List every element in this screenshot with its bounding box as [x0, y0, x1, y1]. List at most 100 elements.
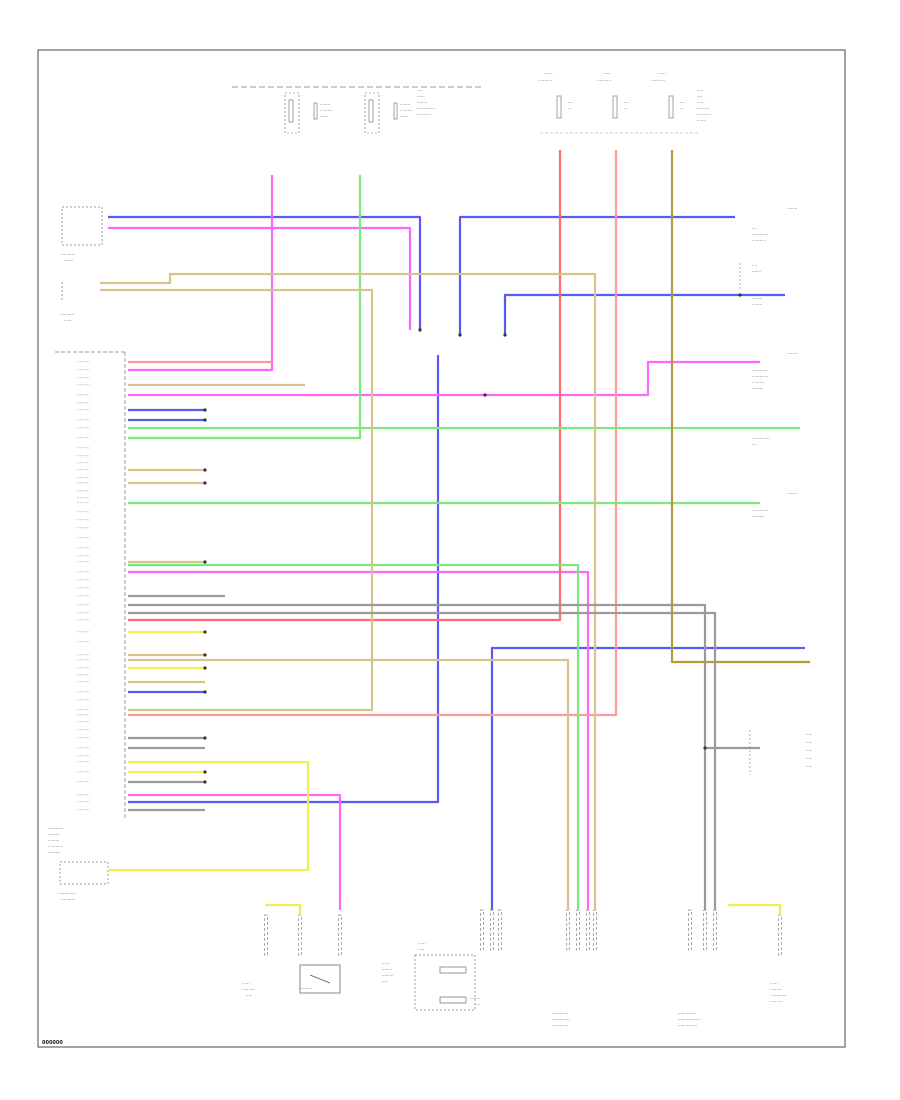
- wire-harness: [100, 150, 810, 915]
- svg-text:···········: ···········: [298, 986, 312, 991]
- wire-6: [128, 355, 440, 804]
- diagram-footer-code: 000000: [42, 1040, 63, 1046]
- svg-text:··············: ··············: [552, 1017, 570, 1022]
- svg-text:····: ····: [752, 226, 757, 231]
- ecm-pin-label: ··········: [77, 666, 90, 671]
- wire-10: [128, 175, 274, 372]
- wire-17: [128, 175, 362, 440]
- svg-text:············: ············: [60, 897, 75, 902]
- wire-13: [128, 570, 590, 910]
- ecm-pin-label: ··········: [77, 770, 90, 775]
- ecm-pin-label: ··········: [77, 594, 90, 599]
- ecm-pin-label: ··········: [77, 570, 90, 575]
- svg-text:····: ····: [417, 88, 422, 93]
- svg-text:······: ······: [382, 961, 390, 966]
- wire-29: [128, 658, 570, 910]
- wire-7: [490, 646, 805, 910]
- ecm-pin-label: ··········: [77, 728, 90, 733]
- splice-point: [203, 408, 207, 412]
- ecm-pin-label: ··········: [77, 673, 90, 678]
- svg-text:·············: ·············: [770, 993, 787, 998]
- svg-text:··········: ··········: [48, 850, 61, 855]
- svg-text:···········: ···········: [597, 78, 611, 83]
- splice-point: [483, 393, 487, 397]
- ecm-pin-label: ··········: [77, 501, 90, 506]
- connector-pin: [490, 909, 494, 951]
- bottom-components: ····················· ··········· ······…: [242, 941, 787, 1028]
- svg-text:···········: ···········: [697, 112, 711, 117]
- connector-pin: [586, 909, 590, 951]
- connector-pins: [264, 909, 782, 956]
- splice-point: [203, 770, 207, 774]
- svg-text:··········: ··········: [697, 106, 710, 111]
- ecm-pin-label: ··········: [77, 546, 90, 551]
- wire-16: [128, 150, 618, 717]
- svg-text:····: ····: [697, 94, 702, 99]
- ecm-pin-label: ··········: [77, 510, 90, 515]
- ecm-pin-label: ··········: [77, 808, 90, 813]
- svg-text:······: ······: [417, 94, 425, 99]
- splice-point: [503, 333, 507, 337]
- svg-text:········: ········: [752, 296, 762, 301]
- ecm-pin-label: ··········: [77, 468, 90, 473]
- svg-text:·····: ·····: [697, 88, 703, 93]
- wire-32: [108, 760, 310, 872]
- splice-point: [203, 468, 207, 472]
- wire-12: [128, 793, 342, 910]
- ecm-pin-label: ··········: [77, 800, 90, 805]
- ecm-pin-label: ··········: [77, 611, 90, 616]
- svg-text:···: ···: [624, 106, 628, 111]
- splice-point: [738, 293, 742, 297]
- connector-pin: [498, 909, 502, 951]
- ecm-pin-label: ··········: [77, 481, 90, 486]
- connector-pin: [298, 914, 302, 956]
- splice-point: [203, 560, 207, 564]
- ecm-pin-label: ··········: [77, 658, 90, 663]
- svg-text:····: ····: [680, 100, 685, 105]
- connector-pin: [566, 909, 570, 951]
- svg-text:·········: ·········: [770, 987, 781, 992]
- svg-text:···········: ···········: [752, 238, 766, 243]
- svg-text:··········: ··········: [400, 108, 413, 113]
- svg-text:······: ······: [658, 71, 666, 76]
- ecm-pin-label: ··········: [77, 760, 90, 765]
- ecm-pin-label: ··········: [77, 708, 90, 713]
- ecm-pin-label: ··········: [77, 690, 90, 695]
- wire-36: [728, 903, 782, 915]
- wire-20: [128, 563, 580, 910]
- svg-text:··········: ··········: [320, 108, 333, 113]
- connector-pin: [713, 909, 717, 951]
- ecm-pin-label: ··········: [77, 518, 90, 523]
- diagram-frame: [37, 49, 846, 1048]
- svg-text:······: ······: [64, 318, 72, 323]
- splice-point: [203, 690, 207, 694]
- svg-text:······: ······: [418, 941, 426, 946]
- ecm-pin-label: ··········: [77, 436, 90, 441]
- svg-text:···········: ···········: [651, 78, 665, 83]
- ecm-pin-label: ··········: [77, 698, 90, 703]
- svg-text:·····: ·····: [806, 748, 812, 753]
- svg-text:········: ········: [787, 491, 797, 496]
- right-side-components: ········ ···························· ··…: [739, 206, 812, 775]
- clutch-switch: ···················: [60, 206, 103, 263]
- ecm-pin-label: ··········: [77, 461, 90, 466]
- ecm-pin-label: ··········: [77, 401, 90, 406]
- svg-text:·········: ·········: [752, 386, 763, 391]
- svg-text:····: ····: [752, 263, 757, 268]
- svg-text:···········: ···········: [60, 312, 74, 317]
- splice-point: [458, 333, 462, 337]
- ecm-pin-label: ··········: [77, 630, 90, 635]
- svg-text:·····: ·····: [474, 1002, 480, 1007]
- svg-text:·······: ·······: [64, 258, 73, 263]
- fuse-panel-right: ················· ················· ····…: [538, 71, 711, 134]
- svg-text:········: ········: [787, 351, 797, 356]
- ecm-pin-label: ··········: [77, 368, 90, 373]
- ecm-pin-label: ··········: [77, 383, 90, 388]
- svg-text:········: ········: [787, 206, 797, 211]
- svg-text:········: ········: [417, 100, 427, 105]
- svg-text:········: ········: [320, 102, 330, 107]
- svg-text:··············: ··············: [417, 106, 435, 111]
- ecm-pin-label: ··········: [77, 426, 90, 431]
- wire-27: [670, 150, 810, 664]
- ecm-pin-label: ··········: [77, 476, 90, 481]
